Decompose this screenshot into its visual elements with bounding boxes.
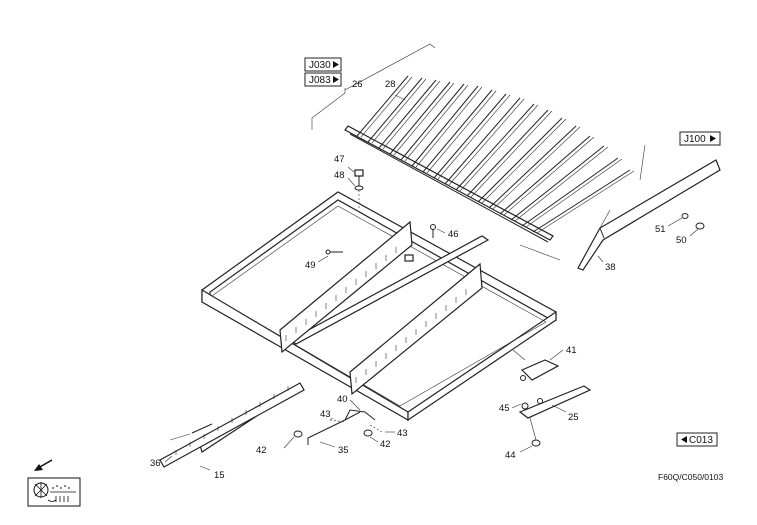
- part-45: 45: [499, 403, 510, 414]
- ref-box-j030[interactable]: J030: [304, 57, 342, 72]
- part-25: 25: [568, 412, 579, 423]
- arrow-left-icon: [681, 436, 687, 443]
- part-26: 26: [352, 79, 363, 90]
- part-15: 15: [214, 470, 225, 481]
- part-40: 40: [337, 394, 348, 405]
- tine-rack: [311, 43, 646, 261]
- part-44: 44: [505, 450, 516, 461]
- drawing-code: F60Q/C050/0103: [658, 472, 723, 482]
- part-42-right: 42: [380, 439, 391, 450]
- part-38: 38: [605, 262, 616, 273]
- arrow-down-left-icon: [34, 459, 53, 471]
- frame: [201, 169, 557, 422]
- part-labels: 26 28 47 48 46 49 51 50 38 41 45 25 44 4…: [150, 79, 687, 481]
- part-47: 47: [334, 154, 345, 165]
- lower-parts: [159, 382, 383, 468]
- arrow-right-icon: [333, 76, 339, 83]
- part-43-left: 43: [320, 409, 331, 420]
- washers-50-51: [681, 213, 705, 230]
- ref-box-j100-label: J100: [684, 134, 706, 145]
- part-51: 51: [655, 224, 666, 235]
- part-50: 50: [676, 235, 687, 246]
- ref-box-j030-label: J030: [309, 60, 331, 71]
- ref-box-j100[interactable]: J100: [679, 131, 721, 146]
- part-46: 46: [448, 229, 459, 240]
- part-41: 41: [566, 345, 577, 356]
- ref-box-j083[interactable]: J083: [304, 72, 342, 87]
- part-35: 35: [338, 445, 349, 456]
- arrow-right-icon: [710, 135, 716, 142]
- leader-lines: [164, 94, 699, 471]
- part-28: 28: [385, 79, 396, 90]
- part-43-right: 43: [397, 428, 408, 439]
- ref-box-c013-label: C013: [689, 435, 713, 446]
- bracket-41-25: [512, 349, 592, 447]
- ref-box-j083-label: J083: [309, 75, 331, 86]
- machine-symbol-icon: [27, 477, 81, 507]
- part-42-left: 42: [256, 445, 267, 456]
- ref-box-c013[interactable]: C013: [676, 432, 718, 447]
- part-49: 49: [305, 260, 316, 271]
- side-plate-38: [577, 159, 721, 271]
- part-48: 48: [334, 170, 345, 181]
- arrow-right-icon: [333, 61, 339, 68]
- part-36: 36: [150, 458, 161, 469]
